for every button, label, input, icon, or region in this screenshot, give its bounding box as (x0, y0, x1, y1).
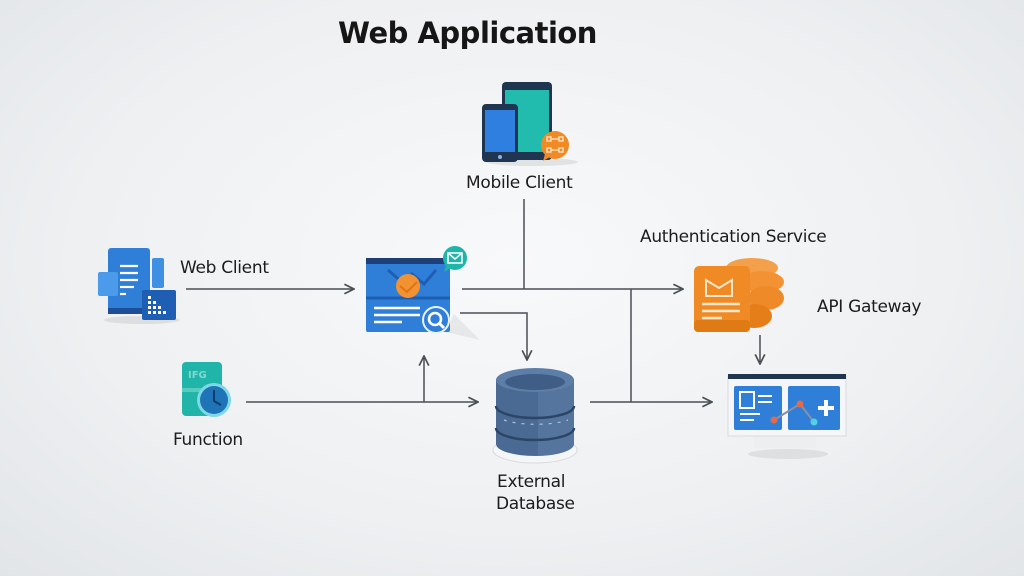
label-authentication-service: Authentication Service (640, 227, 827, 247)
node-authentication-service[interactable] (688, 254, 788, 336)
auth-mail-stack-icon (694, 258, 784, 332)
node-api-gateway[interactable] (724, 372, 850, 462)
label-function: Function (173, 430, 243, 450)
svg-text:IFG: IFG (188, 370, 207, 381)
edge-webapp-db (460, 312, 527, 360)
label-api-gateway: API Gateway (817, 297, 922, 317)
label-external-database-line1: External (497, 472, 566, 492)
label-mobile-client: Mobile Client (466, 173, 573, 193)
label-web-client: Web Client (180, 258, 269, 278)
node-function[interactable]: IFG (178, 360, 248, 422)
web-documents-icon (98, 248, 180, 324)
node-web-app[interactable] (362, 244, 482, 344)
dashboard-monitor-icon (727, 374, 847, 459)
mobile-devices-icon (482, 82, 578, 166)
node-mobile-client[interactable] (470, 78, 590, 168)
diagram-title: Web Application (338, 16, 597, 50)
web-app-mail-search-icon (366, 246, 480, 340)
label-external-database-line2: Database (496, 494, 575, 514)
node-web-client[interactable] (94, 246, 184, 326)
node-external-database[interactable] (480, 362, 590, 468)
database-cylinder-icon (492, 368, 578, 464)
function-clock-icon: IFG (182, 362, 231, 417)
